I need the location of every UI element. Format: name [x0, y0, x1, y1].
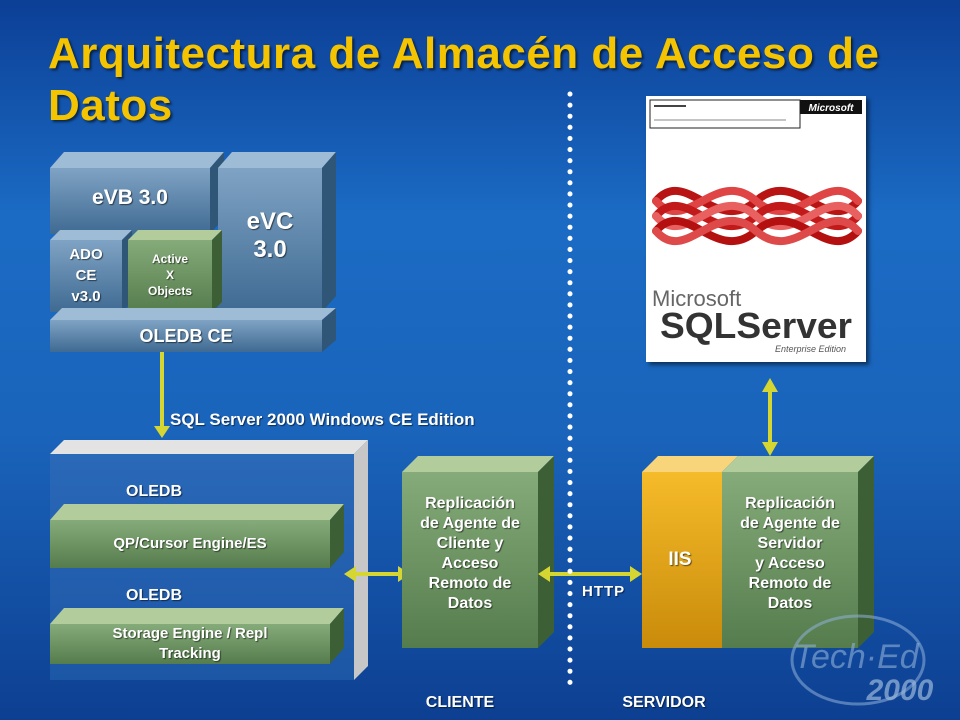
box-brand-small: Microsoft — [809, 103, 855, 114]
box-edition: Enterprise Edition — [775, 344, 846, 354]
engine-oledb-top: OLEDB — [126, 483, 182, 500]
connector-engine-to-agent — [344, 566, 410, 582]
client-agent-block — [402, 456, 554, 648]
iis-label: IIS — [668, 549, 692, 570]
oledb-ce-label: OLEDB CE — [139, 326, 233, 346]
activex-label: Active X Objects — [147, 252, 192, 298]
activex-block — [128, 230, 222, 312]
servidor-label: SERVIDOR — [622, 694, 706, 711]
engine-oledb-bottom: OLEDB — [126, 587, 182, 604]
http-label: HTTP — [582, 583, 626, 600]
cliente-label: CLIENTE — [425, 694, 495, 711]
oledb-ce-block — [50, 308, 336, 352]
evb-block — [50, 152, 224, 234]
connector-http — [538, 566, 642, 582]
storage-label: Storage Engine / Repl Tracking — [112, 625, 268, 662]
evb-label: eVB 3.0 — [92, 186, 168, 209]
qp-label: QP/Cursor Engine/ES — [113, 535, 267, 552]
page-title: Arquitectura de Almacén de Acceso de Dat… — [48, 29, 880, 130]
ado-label: ADO CE v3.0 — [69, 246, 103, 305]
client-agent-label: Replicación de Agente de Cliente y Acces… — [420, 495, 520, 612]
box-brand-large: Microsoft — [652, 286, 741, 311]
server-agent-label: Replicación de Agente de Servidor y Acce… — [740, 495, 840, 612]
evc-block — [218, 152, 336, 312]
edition-label: SQL Server 2000 Windows CE Edition — [170, 410, 475, 429]
sql-server-box: Microsoft Microsoft SQLServer Enterprise… — [646, 96, 866, 362]
connector-server-to-product — [762, 378, 778, 456]
box-product-name: SQLServer — [660, 305, 852, 346]
evc-label: eVC 3.0 — [246, 208, 294, 263]
qp-block — [50, 504, 344, 568]
sql-server-logo-weave — [652, 186, 862, 246]
sql-server-box-art: Microsoft Microsoft SQLServer Enterprise… — [646, 96, 866, 362]
storage-block — [50, 608, 344, 664]
connector-oledb-to-engine — [154, 352, 170, 438]
iis-block — [642, 456, 738, 648]
